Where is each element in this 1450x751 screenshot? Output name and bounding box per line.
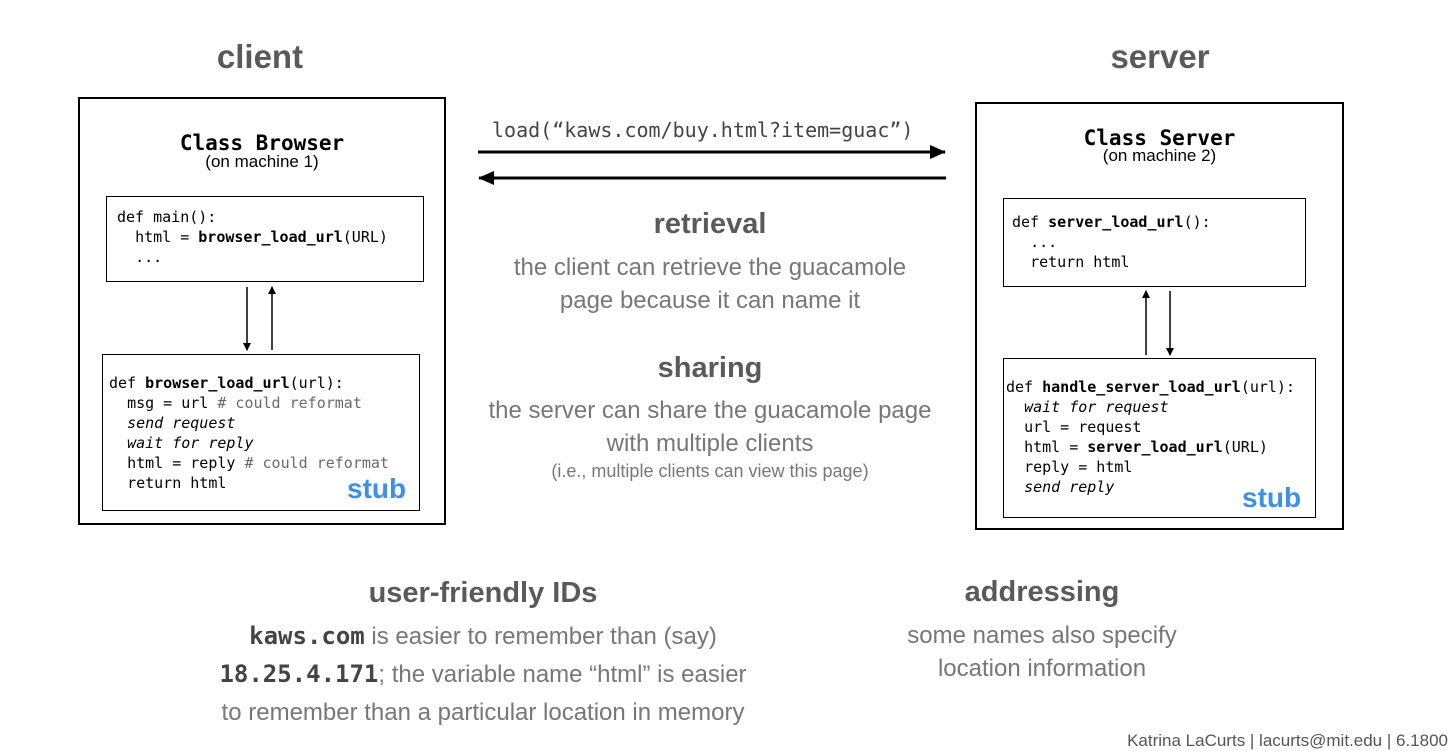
retrieval-title: retrieval xyxy=(653,208,767,240)
addressing-title: addressing xyxy=(964,576,1120,608)
server-class-name: Class Server xyxy=(1083,126,1236,150)
addressing-line2: location information xyxy=(937,655,1147,682)
user-friendly-title: user-friendly IDs xyxy=(368,577,598,609)
sharing-title: sharing xyxy=(657,352,763,384)
sharing-line2: with multiple clients xyxy=(606,430,814,457)
load-call-label: load(“kaws.com/buy.html?item=guac”) xyxy=(492,118,914,142)
client-heading: client xyxy=(216,38,304,75)
server-machine-label: (on machine 2) xyxy=(1102,146,1217,165)
server-func-code: def server_load_url(): ... return html xyxy=(1012,213,1211,271)
client-machine-label: (on machine 1) xyxy=(205,152,319,171)
user-friendly-line3: to remember than a particular location i… xyxy=(221,699,745,726)
server-stub-label: stub xyxy=(1242,482,1302,513)
footer-credit: Katrina LaCurts | lacurts@mit.edu | 6.18… xyxy=(1127,731,1448,750)
server-heading: server xyxy=(1110,38,1210,75)
client-main-code: def main(): html = browser_load_url(URL)… xyxy=(117,208,388,266)
client-class-name: Class Browser xyxy=(179,131,345,155)
server-stub-code: def handle_server_load_url(url): wait fo… xyxy=(1006,378,1295,496)
server-box: Class Server (on machine 2) def server_l… xyxy=(975,102,1344,530)
retrieval-line2: page because it can name it xyxy=(559,287,861,314)
user-friendly-line2: 18.25.4.171; the variable name “html” is… xyxy=(219,660,747,688)
client-stub-code: def browser_load_url(url): msg = url # c… xyxy=(109,374,389,492)
server-func-code-box: def server_load_url(): ... return html xyxy=(1003,198,1306,287)
server-stub-box: def handle_server_load_url(url): wait fo… xyxy=(1003,358,1316,518)
client-box: Class Browser (on machine 1) def main():… xyxy=(78,97,446,525)
ip-address: 18.25.4.171 xyxy=(219,660,379,688)
user-friendly-line1: kaws.com is easier to remember than (say… xyxy=(249,622,717,650)
retrieval-line1: the client can retrieve the guacamole xyxy=(513,254,907,281)
client-stub-box: def browser_load_url(url): msg = url # c… xyxy=(102,354,420,511)
kaws-domain: kaws.com xyxy=(249,622,365,650)
sharing-line1: the server can share the guacamole page xyxy=(488,397,932,424)
client-stub-label: stub xyxy=(347,473,407,504)
addressing-line1: some names also specify xyxy=(907,622,1177,649)
client-main-code-box: def main(): html = browser_load_url(URL)… xyxy=(106,196,424,282)
sharing-note: (i.e., multiple clients can view this pa… xyxy=(551,461,869,481)
